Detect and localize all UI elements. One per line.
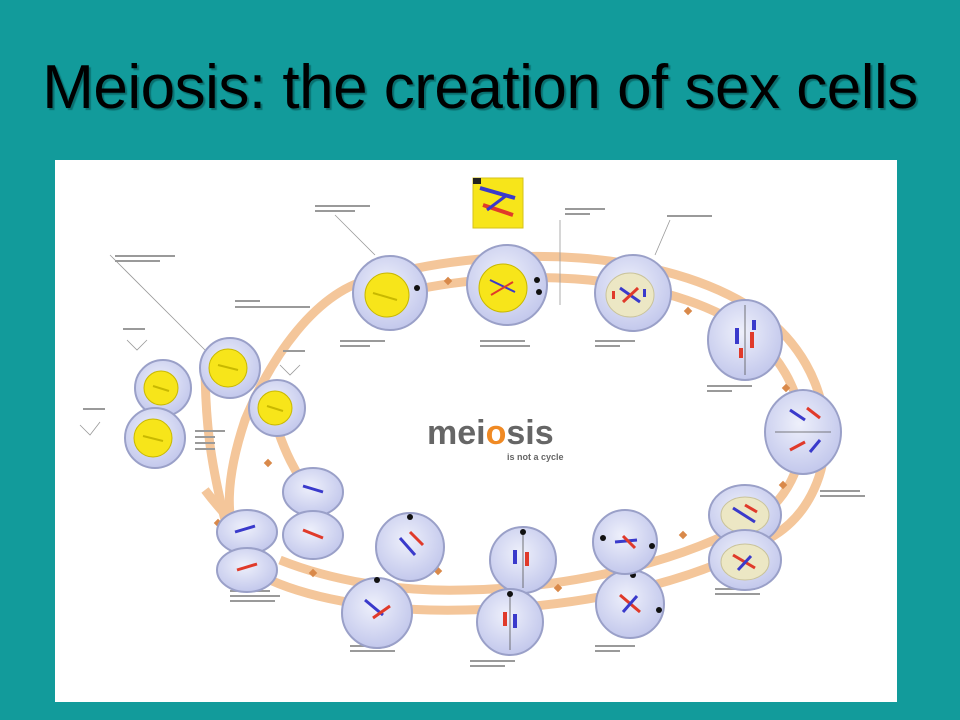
cell-telophase-1 [708,484,782,591]
cell-yellow-2 [248,379,306,437]
meiosis-diagram: meiosis is not a cycle [79,177,865,667]
crossing-over-inset [472,177,524,229]
cell-yellow-4 [124,407,186,469]
cell-metaphase-1 [707,299,783,381]
cell-telophase-2 [216,509,278,593]
center-title-dot: o [486,414,507,452]
annotation-lines [79,214,671,436]
cell-metaphase-2 [489,526,557,594]
center-title: meiosis is not a cycle [427,414,564,462]
cell-prophase-2 [592,509,658,575]
cell-interphase-1 [352,255,428,331]
center-title-part-1: mei [427,414,486,452]
slide-title: Meiosis: the creation of sex cells [42,53,918,122]
cell-anaphase-2-bottom-left [341,577,413,649]
svg-text:meiosis: meiosis [427,414,554,452]
meiosis-figure: meiosis is not a cycle [55,160,897,702]
cell-metaphase-2-bottom [476,588,544,656]
center-subtitle: is not a cycle [507,452,564,462]
cell-interphase-2 [466,244,548,326]
cell-anaphase-2-right [595,569,665,639]
center-title-part-2: sis [506,414,553,452]
cell-anaphase-1 [764,389,842,475]
cell-cytokinesis-a [282,467,344,560]
cell-anaphase-2-left [375,512,445,582]
cell-yellow-1 [199,337,261,399]
cell-prophase-1 [594,254,672,332]
cell-yellow-3 [134,359,192,417]
